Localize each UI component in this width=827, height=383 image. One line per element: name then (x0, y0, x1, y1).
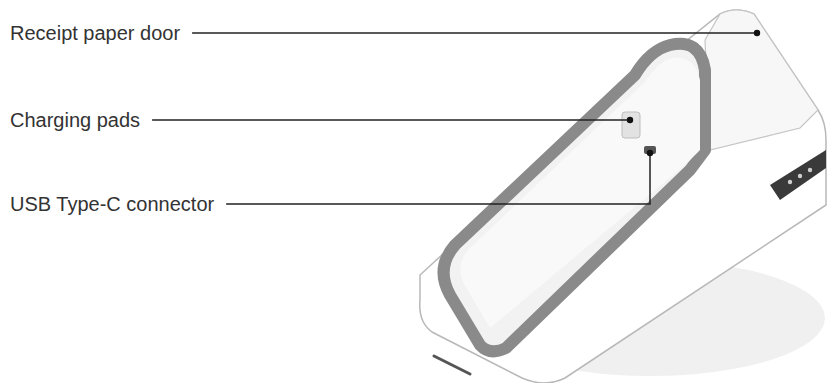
leader-line (152, 119, 630, 121)
callout-label: Receipt paper door (10, 21, 180, 45)
side-panel (770, 150, 826, 200)
leader-line (192, 32, 757, 34)
leader-line (226, 153, 650, 204)
terminal-body (420, 10, 826, 383)
side-hole (798, 174, 802, 178)
side-hole (808, 168, 812, 172)
handle-face (460, 58, 700, 328)
leader-dot (627, 117, 633, 123)
leader-dot (647, 150, 653, 156)
base-edge (434, 356, 470, 374)
leader-dot (754, 30, 760, 36)
callout-label: USB Type-C connector (10, 192, 214, 216)
grip-band (444, 44, 705, 352)
callout-label: Charging pads (10, 108, 140, 132)
charging-pads (622, 112, 640, 138)
side-hole (788, 180, 792, 184)
printer-block (705, 10, 818, 150)
